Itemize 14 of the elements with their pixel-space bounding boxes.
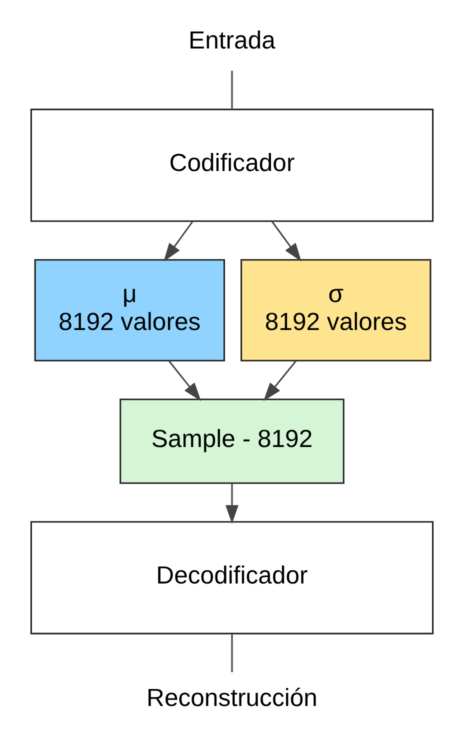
arrow	[164, 220, 194, 262]
node-box: Codificador	[30, 108, 434, 222]
arrow	[263, 360, 297, 402]
arrow	[271, 220, 302, 262]
node-text: Entrada	[188, 28, 276, 55]
arrow	[225, 484, 239, 524]
connector	[231, 634, 233, 672]
node-text: Reconstrucción	[146, 685, 318, 712]
node-box: Sample - 8192	[120, 398, 344, 484]
node-box: σ 8192 valores	[240, 259, 432, 362]
node-box: μ 8192 valores	[34, 259, 226, 362]
arrow	[168, 360, 202, 402]
node-box: Decodificador	[30, 521, 434, 634]
connector	[231, 70, 233, 110]
